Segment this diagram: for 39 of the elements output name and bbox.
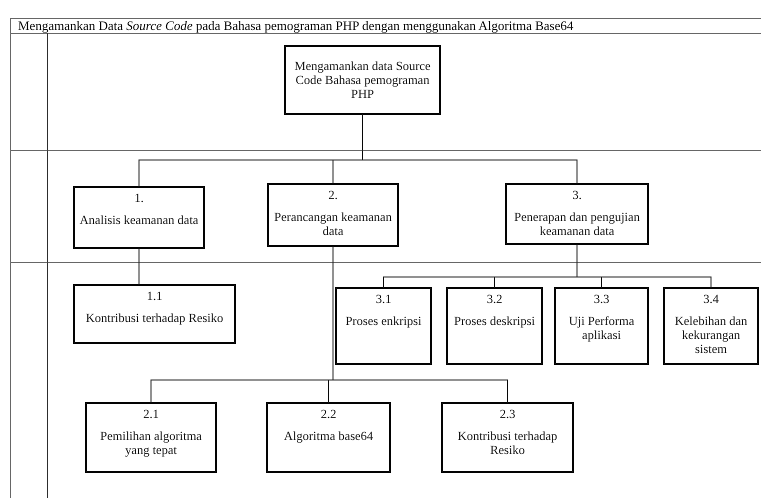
process-box bbox=[267, 183, 399, 247]
node-label: Perancangan keamanan data bbox=[273, 210, 393, 238]
node-number: 2.3 bbox=[500, 407, 516, 421]
node-number: 2. bbox=[328, 188, 338, 202]
process-box bbox=[446, 287, 543, 365]
process-box bbox=[85, 402, 217, 473]
node-label: Proses enkripsi bbox=[345, 314, 422, 328]
node-number: 3.2 bbox=[486, 292, 502, 306]
node-number: 3. bbox=[572, 188, 582, 202]
node-number: 2.2 bbox=[320, 407, 336, 421]
node-number: 1. bbox=[134, 191, 144, 205]
connector-line bbox=[576, 244, 712, 288]
node-number: 1.1 bbox=[146, 289, 162, 303]
process-box bbox=[284, 45, 441, 115]
process-box bbox=[73, 284, 236, 344]
process-box bbox=[663, 287, 759, 365]
node-label: Analisis keamanan data bbox=[80, 213, 198, 227]
process-box bbox=[335, 287, 432, 365]
node-number: 2.1 bbox=[143, 407, 159, 421]
process-box bbox=[73, 186, 205, 249]
node-label: Uji Performa aplikasi bbox=[568, 314, 636, 342]
connector-line bbox=[138, 248, 140, 284]
connector-line bbox=[362, 114, 578, 184]
node-number: 3.3 bbox=[594, 292, 610, 306]
node-label: Kontribusi terhadap Resiko bbox=[456, 429, 558, 457]
process-box bbox=[505, 183, 649, 245]
node-label: Kontribusi terhadap Resiko bbox=[86, 311, 224, 325]
node-number: 3.1 bbox=[376, 292, 392, 306]
diagram-title: Mengamankan Data Source Code pada Bahasa pemograman PHP dengan menggunakan Algoritma Base64 bbox=[18, 18, 574, 33]
node-number: 3.4 bbox=[703, 292, 719, 306]
node-label: Kelebihan dan kekurangan sistem bbox=[674, 314, 748, 356]
node-label: Penerapan dan pengujian keamanan data bbox=[513, 210, 641, 238]
node-label: Mengamankan data Source Code Bahasa pemograman PHP bbox=[293, 59, 432, 101]
process-box bbox=[266, 402, 391, 473]
node-label: Algoritma base64 bbox=[284, 429, 374, 443]
node-label: Pemilihan algoritma yang tepat bbox=[99, 429, 203, 457]
process-box bbox=[554, 287, 649, 365]
process-box bbox=[441, 402, 574, 473]
node-label: Proses deskripsi bbox=[454, 314, 535, 328]
